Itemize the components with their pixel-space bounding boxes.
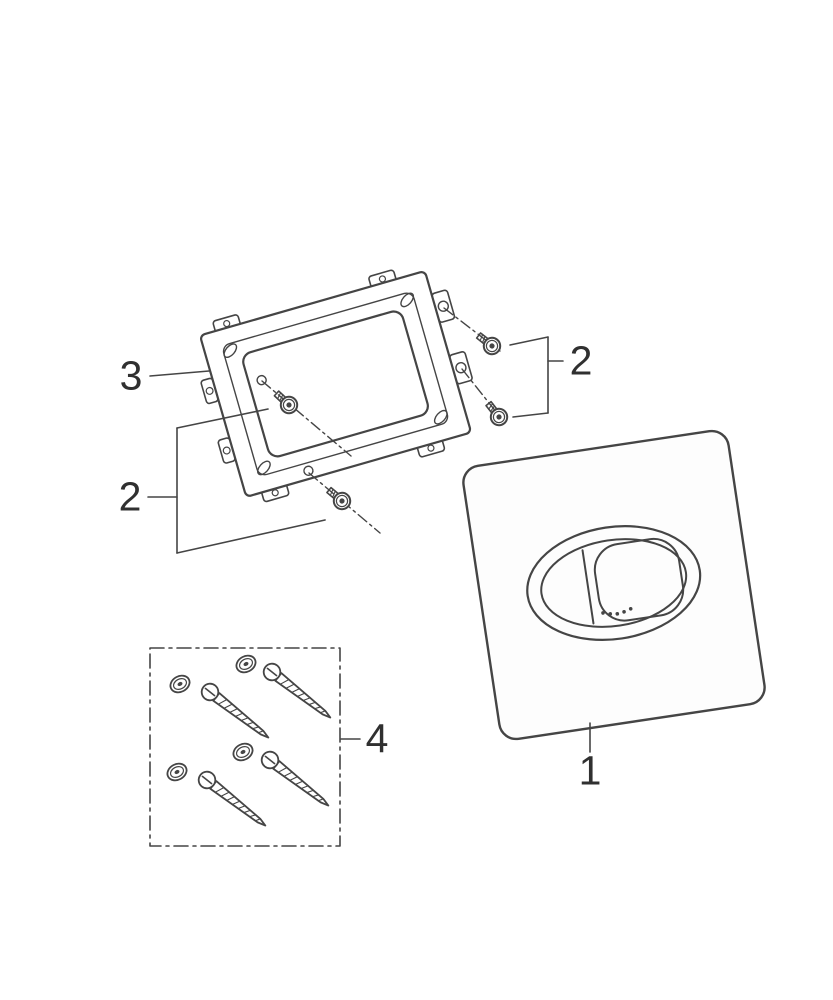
- callout-label-plate: 1: [578, 747, 602, 794]
- corner-slot: [257, 460, 271, 476]
- screw-seat: [256, 374, 267, 386]
- screw-seat: [303, 465, 314, 476]
- callout-label-screws-right: 2: [569, 337, 593, 384]
- screw-set-box: [149, 647, 341, 847]
- frame-ridge: [222, 292, 449, 476]
- wood-screw-icon: [197, 679, 275, 746]
- flush-plate-drawing: [462, 429, 766, 741]
- button-divider: [581, 549, 595, 625]
- corner-slot: [223, 343, 238, 359]
- callout-lines: [147, 336, 591, 753]
- frame-opening: [242, 310, 429, 458]
- callout-label-frame: 3: [119, 352, 143, 399]
- tab-hole: [205, 386, 214, 395]
- wood-screw-icon: [194, 767, 272, 834]
- plate-body: [462, 429, 766, 741]
- washer-icon: [232, 651, 260, 677]
- button-ring-inner: [540, 538, 688, 628]
- wood-screw-icon: [257, 747, 335, 814]
- washer-icon: [229, 739, 257, 765]
- washer-icon: [166, 671, 194, 697]
- corner-slot: [433, 409, 448, 425]
- callout-label-screws-left: 2: [118, 473, 142, 520]
- callout-label-screw-set: 4: [365, 715, 389, 762]
- screw-icon: [472, 328, 505, 359]
- corner-slot: [400, 292, 415, 308]
- mounting-frame-drawing: [200, 269, 473, 503]
- screw-icon: [481, 397, 512, 430]
- bracket-hole: [455, 362, 467, 374]
- washer-icon: [163, 759, 191, 785]
- screw-icon: [322, 482, 355, 514]
- button-ring-outer: [526, 525, 702, 641]
- tab-hole: [222, 446, 231, 455]
- indicator-dots: [601, 606, 633, 616]
- frame-outer-edge: [200, 271, 472, 497]
- large-flush-button: [593, 537, 685, 622]
- wood-screw-icon: [259, 659, 337, 726]
- bracket-hole: [437, 300, 450, 312]
- kit-boundary: [149, 647, 341, 847]
